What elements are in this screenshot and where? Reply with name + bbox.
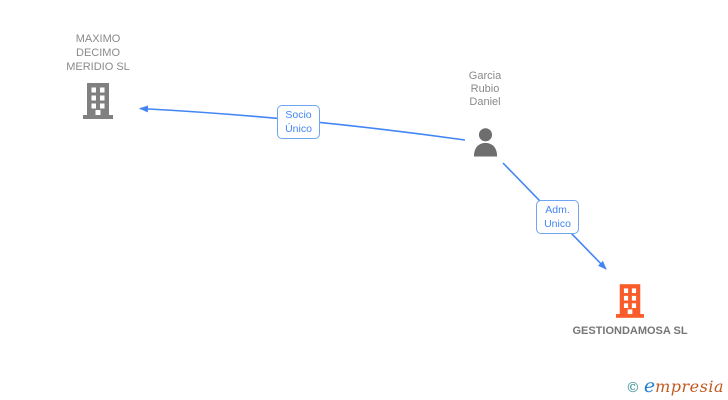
copyright-icon: ©	[625, 380, 640, 396]
person-name-label: Garcia Rubio Daniel	[468, 70, 502, 108]
building-icon	[565, 283, 695, 319]
node-gestiondamosa-sl[interactable]: GESTIONDAMOSA SL	[565, 283, 695, 338]
logo-initial-e: e	[643, 375, 656, 397]
company-name-label: GESTIONDAMOSA SL	[572, 325, 688, 337]
building-icon	[48, 83, 148, 119]
node-garcia-rubio-daniel[interactable]: Garcia Rubio Daniel	[435, 70, 535, 157]
logo-brand-text: mpresia	[655, 377, 724, 396]
empresia-logo[interactable]: ©empresia	[626, 375, 724, 397]
edge-label-socio-unico: Socio Único	[277, 105, 320, 139]
node-maximo-decimo-meridio-sl[interactable]: MAXIMO DECIMO MERIDIO SL	[48, 32, 148, 119]
person-icon	[435, 127, 535, 157]
company-name-label: MAXIMO DECIMO MERIDIO SL	[66, 33, 130, 73]
edge-label-adm-unico: Adm. Unico	[536, 200, 579, 234]
